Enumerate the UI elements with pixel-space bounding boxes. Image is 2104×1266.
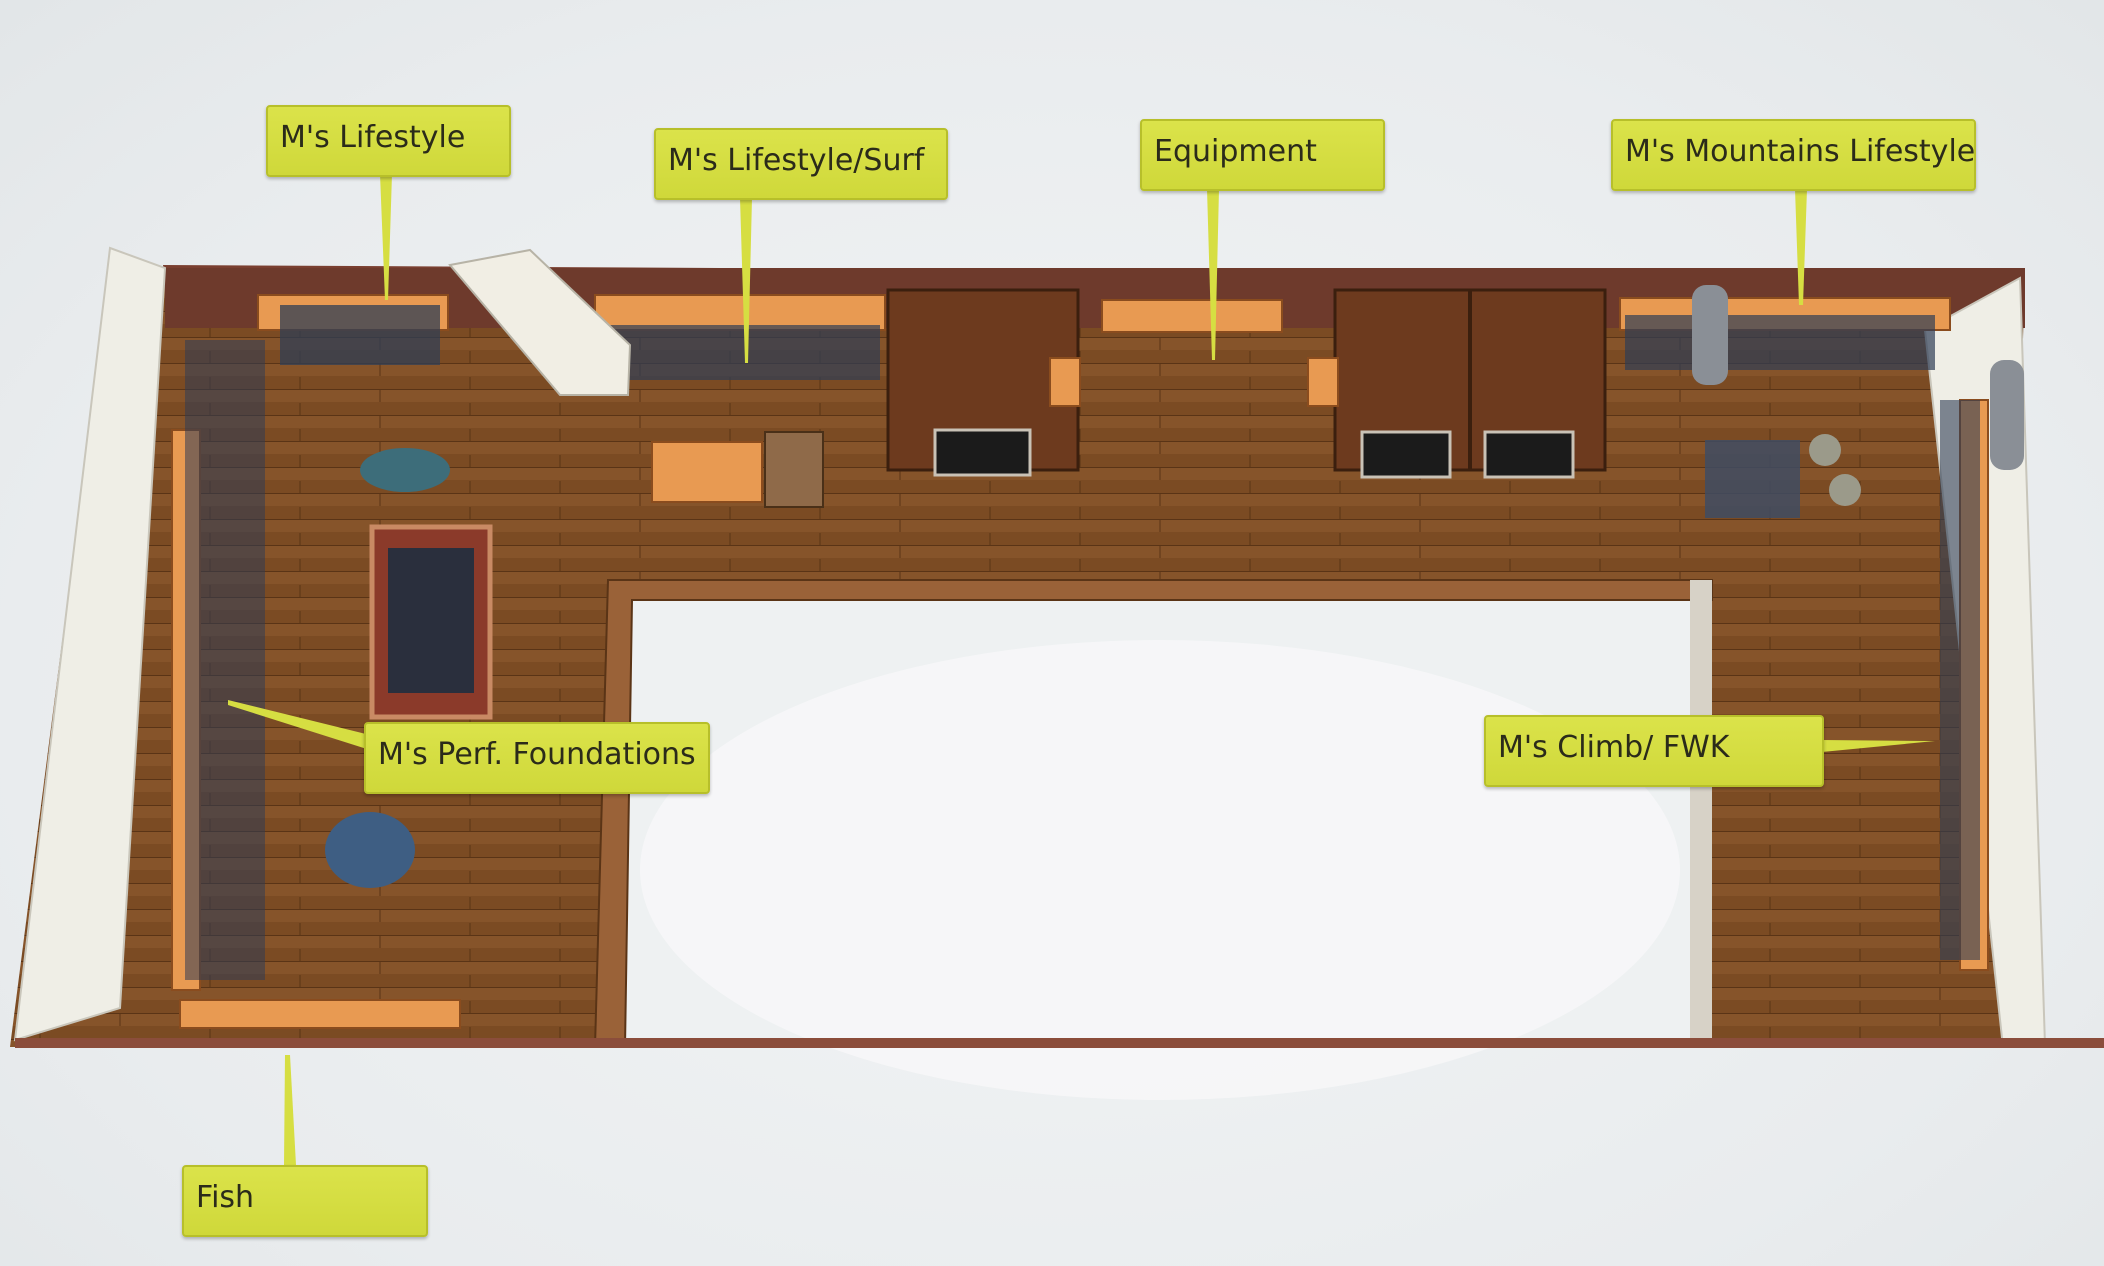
callout-equipment: Equipment: [1140, 119, 1385, 191]
callout-mens-perf-foundations: M's Perf. Foundations: [364, 722, 710, 794]
callout-leaders: [228, 174, 1935, 1165]
callout-mens-lifestyle-surf: M's Lifestyle/Surf: [654, 128, 948, 200]
fitting-rooms: [886, 288, 1607, 479]
display-tables: [651, 431, 824, 508]
rug-seating-area: [369, 524, 493, 720]
ceiling-soffit: [448, 248, 632, 396]
callout-fish: Fish: [182, 1165, 428, 1237]
merchandise: [185, 305, 1980, 980]
columns: [1692, 285, 2024, 470]
callout-mens-climb-fwk: M's Climb/ FWK: [1484, 715, 1824, 787]
callout-mens-mountains-lifestyle: M's Mountains Lifestyle: [1611, 119, 1976, 191]
callout-mens-lifestyle: M's Lifestyle: [266, 105, 511, 177]
